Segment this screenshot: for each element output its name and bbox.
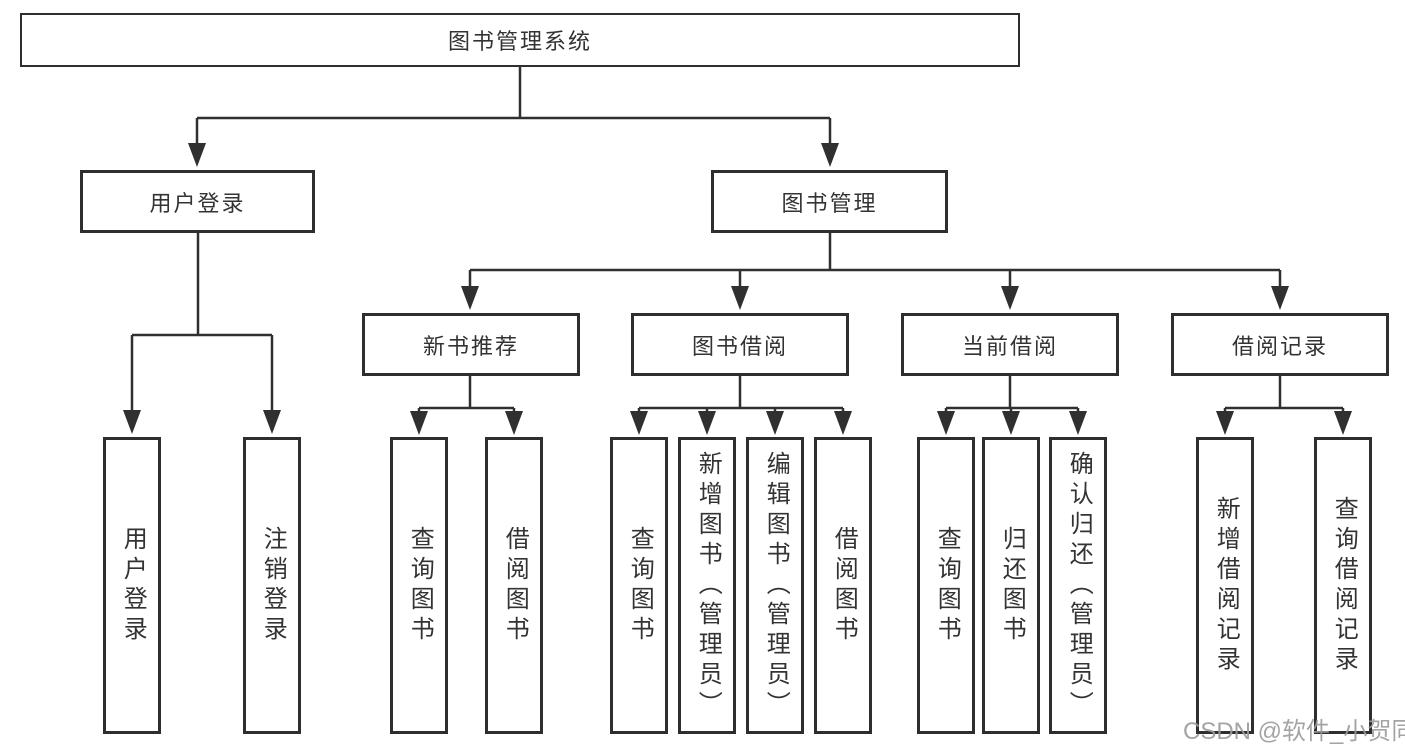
- leaf-label: 用户登录: [119, 525, 147, 646]
- node-label: 当前借阅: [961, 333, 1058, 359]
- leaf-label: 新增图书（管理员）: [694, 450, 722, 721]
- node-borrowing-records: 借阅记录: [1171, 313, 1389, 376]
- leaf-node-add-book-admin: 新增图书（管理员）: [678, 437, 736, 734]
- arrowheads: [123, 143, 1352, 435]
- node-current-borrowing: 当前借阅: [901, 313, 1119, 376]
- leaf-label: 注销登录: [259, 525, 287, 646]
- node-new-book-recommend: 新书推荐: [362, 313, 580, 376]
- leaf-node-return-book: 归还图书: [982, 437, 1040, 734]
- node-label: 图书管理: [781, 190, 878, 216]
- leaf-node-borrow-books-1: 借阅图书: [485, 437, 543, 734]
- node-label: 借阅记录: [1231, 333, 1328, 359]
- leaf-label: 新增借阅记录: [1212, 495, 1240, 676]
- leaf-node-query-books-1: 查询图书: [390, 437, 448, 734]
- leaf-label: 归还图书: [998, 525, 1026, 646]
- leaf-node-borrow-books-2: 借阅图书: [814, 437, 872, 734]
- node-user-login: 用户登录: [80, 170, 315, 233]
- leaf-label: 编辑图书（管理员）: [762, 450, 790, 721]
- leaf-node-logout: 注销登录: [243, 437, 301, 734]
- leaf-label: 借阅图书: [501, 525, 529, 646]
- leaf-label: 查询图书: [626, 525, 654, 646]
- node-label: 图书管理系统: [447, 29, 592, 54]
- tree-edges: [130, 66, 1345, 416]
- leaf-node-query-books-2: 查询图书: [610, 437, 668, 734]
- leaf-node-query-borrow-record: 查询借阅记录: [1314, 437, 1372, 734]
- node-library-management-system: 图书管理系统: [20, 13, 1020, 67]
- leaf-node-user-login: 用户登录: [103, 437, 161, 734]
- node-label: 用户登录: [149, 190, 246, 216]
- leaf-node-query-books-3: 查询图书: [917, 437, 975, 734]
- leaf-label: 借阅图书: [830, 525, 858, 646]
- leaf-label: 查询图书: [406, 525, 434, 646]
- node-label: 新书推荐: [422, 333, 519, 359]
- leaf-label: 确认归还（管理员）: [1065, 450, 1093, 721]
- node-book-borrowing: 图书借阅: [631, 313, 849, 376]
- csdn-watermark: CSDN @软件_小贺同学: [1183, 718, 1405, 745]
- leaf-label: 查询借阅记录: [1330, 495, 1358, 676]
- leaf-node-add-borrow-record: 新增借阅记录: [1196, 437, 1254, 734]
- leaf-node-confirm-return-admin: 确认归还（管理员）: [1049, 437, 1107, 734]
- node-book-management: 图书管理: [711, 170, 948, 233]
- node-label: 图书借阅: [691, 333, 788, 359]
- leaf-node-edit-book-admin: 编辑图书（管理员）: [746, 437, 804, 734]
- leaf-label: 查询图书: [933, 525, 961, 646]
